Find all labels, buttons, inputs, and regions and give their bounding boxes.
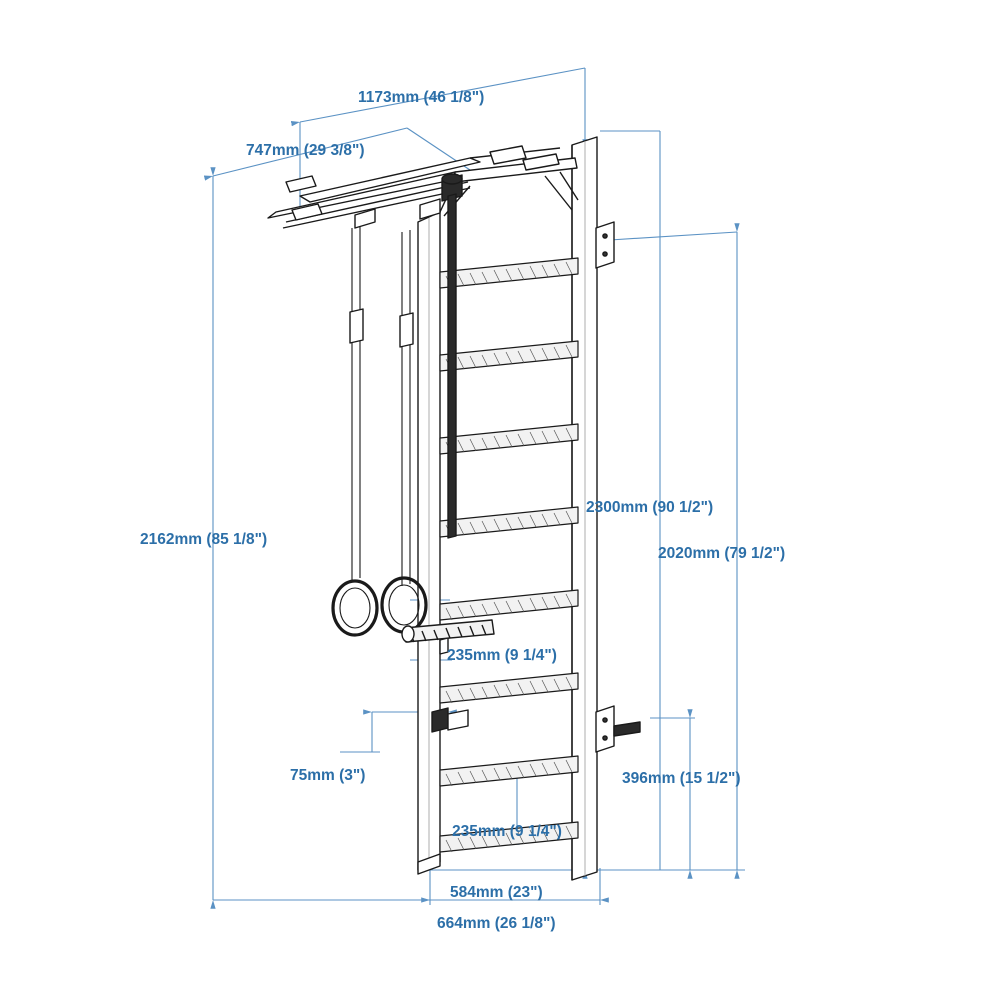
dimension-label-height-right: 2020mm (79 1/2") — [658, 545, 786, 562]
dimension-label-rung-spacing-lower: 235mm (9 1/4") — [452, 823, 562, 840]
gymnastic-rings — [331, 226, 428, 637]
wall-bars-illustration — [267, 136, 641, 881]
dimension-label-inner-width: 584mm (23") — [450, 884, 543, 901]
dimension-label-height-to-top-bar: 2300mm (90 1/2") — [586, 499, 714, 516]
top-frame-assembly — [267, 145, 579, 539]
ladder-front-post — [417, 211, 441, 871]
dimension-lines — [203, 67, 745, 909]
ladder-rungs — [439, 257, 579, 853]
dimension-label-top-width-overall: 1173mm (46 1/8") — [358, 89, 485, 106]
base — [417, 853, 441, 875]
dimension-label-outer-width: 664mm (26 1/8") — [437, 915, 556, 932]
dimension-label-lower-height: 396mm (15 1/2") — [622, 770, 741, 787]
wall-brackets — [595, 221, 641, 753]
dimension-label-overall-height-left: 2162mm (85 1/8") — [140, 531, 268, 548]
dimension-label-rung-spacing-upper: 235mm (9 1/4") — [447, 647, 557, 664]
dimension-label-top-depth: 747mm (29 3/8") — [246, 142, 365, 159]
dip-bar-attachment — [401, 619, 495, 733]
dimension-label-bracket-depth: 75mm (3") — [290, 767, 366, 784]
